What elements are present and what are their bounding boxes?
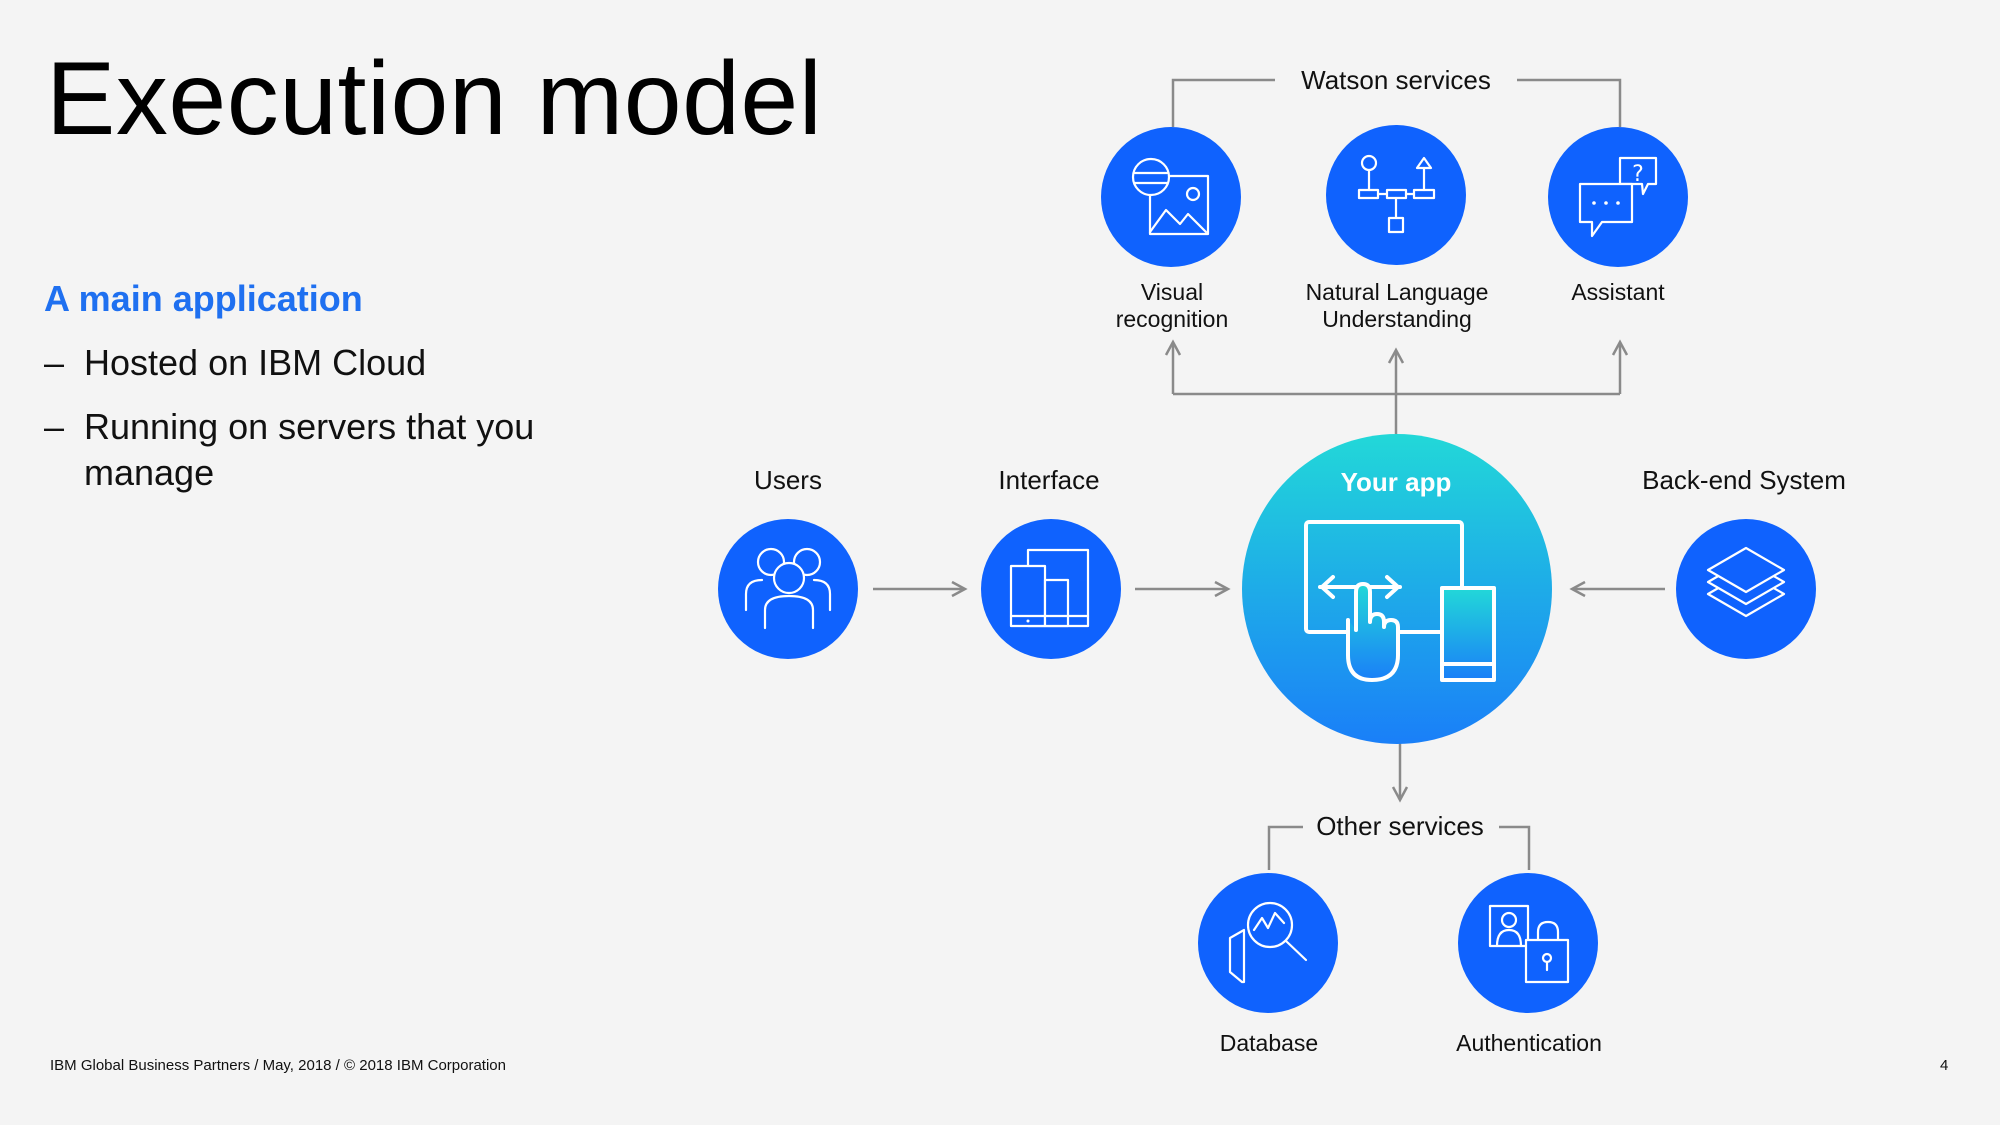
slide-title: Execution model	[46, 41, 823, 157]
your-app-label: Your app	[1340, 467, 1452, 497]
users-group-icon	[744, 547, 832, 630]
watson-bracket-left	[1171, 78, 1275, 127]
visual-recognition-label: Visual recognition	[1115, 279, 1229, 332]
watson-bracket-right	[1517, 78, 1622, 127]
user-lock-icon	[1488, 904, 1570, 984]
language-tree-icon	[1357, 154, 1436, 234]
bullet-dash: –	[44, 342, 65, 383]
image-recognition-icon	[1131, 157, 1210, 236]
authentication-label: Authentication	[1456, 1030, 1602, 1056]
interface-label: Interface	[998, 465, 1100, 495]
chat-bubbles-icon: ?	[1578, 156, 1658, 238]
bullet-list: –Hosted on IBM Cloud –Running on servers…	[44, 340, 604, 514]
connectors	[873, 78, 1665, 870]
layers-stack-icon	[1706, 546, 1786, 618]
backend-label: Back-end System	[1642, 465, 1846, 495]
bullet-item: –Hosted on IBM Cloud	[44, 340, 604, 386]
users-label: Users	[754, 465, 822, 495]
bullet-dash: –	[44, 406, 65, 447]
other-services-label: Other services	[1316, 811, 1484, 841]
data-analytics-icon	[1228, 901, 1308, 984]
watson-services-label: Watson services	[1301, 65, 1491, 95]
bullet-text: Hosted on IBM Cloud	[84, 342, 427, 383]
footer-text: IBM Global Business Partners / May, 2018…	[50, 1057, 506, 1074]
bullet-item: –Running on servers that you manage	[44, 404, 604, 496]
visual-recognition-node	[1101, 127, 1241, 267]
nlu-label: Natural Language Understanding	[1305, 279, 1489, 332]
page-number: 4	[1940, 1057, 1949, 1074]
other-bracket-right	[1499, 825, 1531, 870]
devices-icon	[1009, 548, 1090, 628]
svg-text:?: ?	[1632, 162, 1644, 187]
subhead: A main application	[44, 278, 363, 319]
touch-app-icon	[1304, 520, 1496, 682]
other-bracket-left	[1267, 825, 1303, 870]
assistant-label: Assistant	[1571, 279, 1665, 305]
database-label: Database	[1219, 1030, 1319, 1056]
bullet-text: Running on servers that you manage	[84, 406, 535, 493]
nlu-node	[1326, 125, 1466, 265]
